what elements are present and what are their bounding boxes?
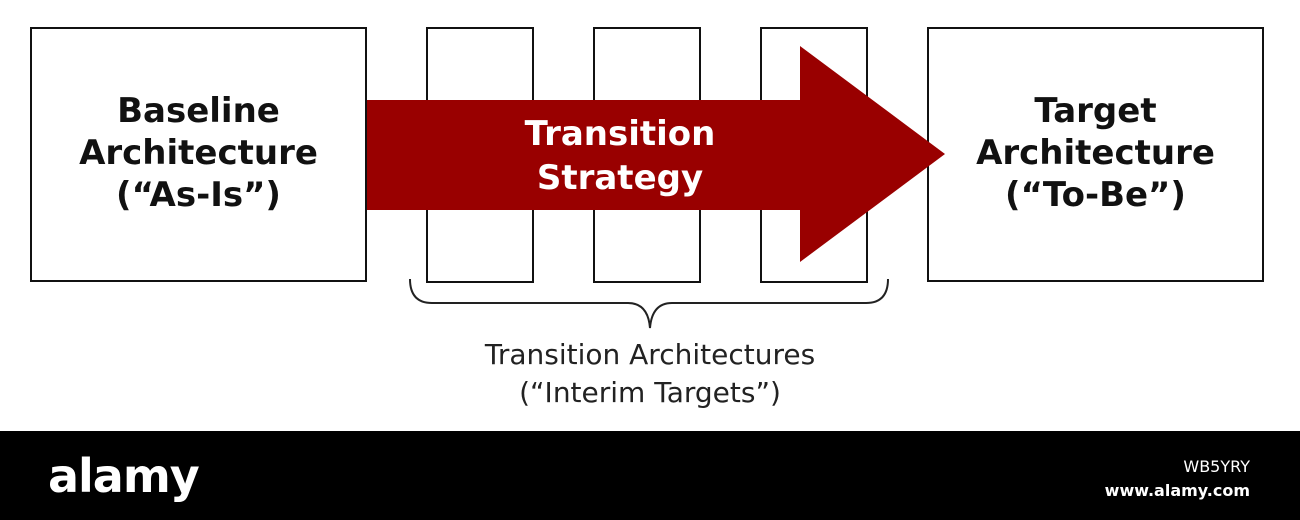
site-url: www.alamy.com xyxy=(1104,481,1250,500)
target-line-3: (“To-Be”) xyxy=(1005,175,1186,215)
interim-line-1: Transition Architectures xyxy=(484,338,816,371)
baseline-line-3: (“As-Is”) xyxy=(116,175,281,215)
transition-strategy-label: Transition Strategy xyxy=(470,112,770,200)
transition-arrow-shape xyxy=(367,46,945,262)
brace-path xyxy=(409,278,889,329)
baseline-architecture-label: Baseline Architecture (“As-Is”) xyxy=(30,90,367,216)
baseline-line-2: Architecture xyxy=(79,133,318,173)
arrow-line-1: Transition xyxy=(524,114,716,154)
image-code: WB5YRY xyxy=(1183,457,1250,476)
target-architecture-label: Target Architecture (“To-Be”) xyxy=(927,90,1264,216)
interim-line-2: (“Interim Targets”) xyxy=(519,376,781,409)
target-line-2: Architecture xyxy=(976,133,1215,173)
baseline-architecture-box xyxy=(30,27,367,282)
transition-brace xyxy=(409,278,889,329)
transition-architectures-label: Transition Architectures (“Interim Targe… xyxy=(400,336,900,412)
watermark-footer: alamy WB5YRY www.alamy.com xyxy=(0,431,1300,520)
baseline-line-1: Baseline xyxy=(117,91,280,131)
transition-arrow xyxy=(367,46,945,262)
target-architecture-box xyxy=(927,27,1264,282)
alamy-logo: alamy xyxy=(48,449,200,503)
target-line-1: Target xyxy=(1034,91,1157,131)
arrow-line-2: Strategy xyxy=(536,158,704,198)
